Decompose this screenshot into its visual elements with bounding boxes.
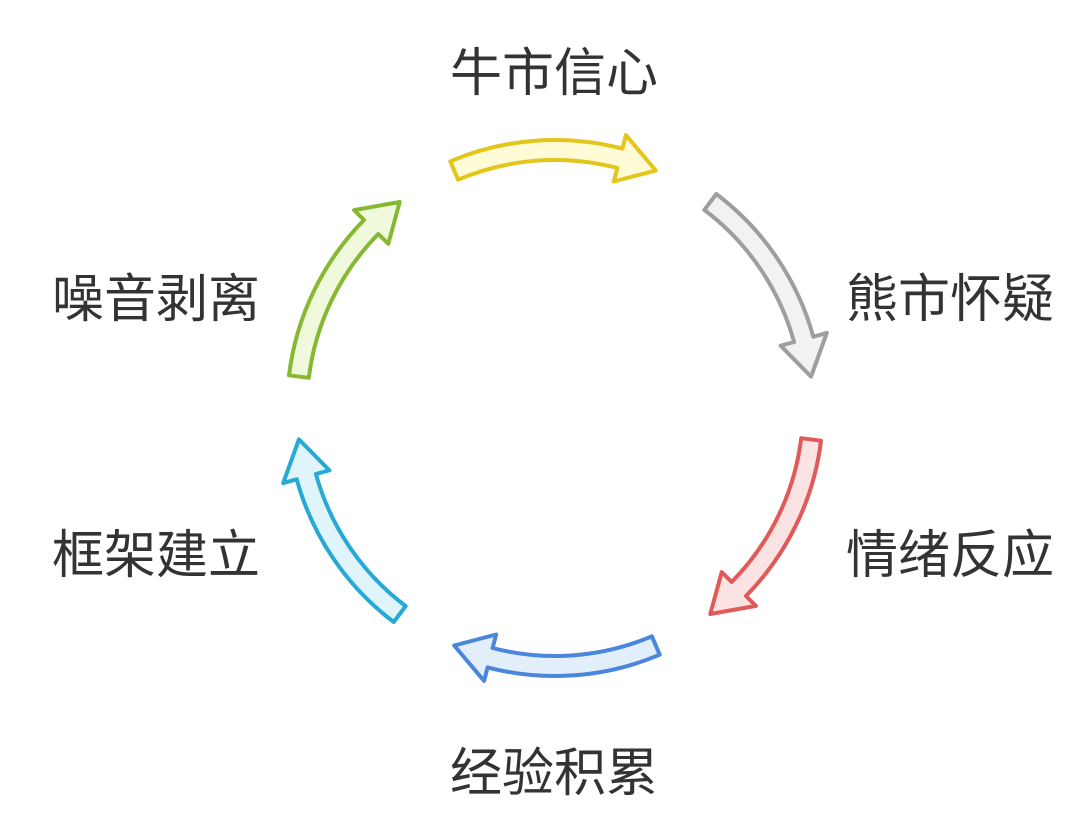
arrow-bull-to-bear <box>448 133 658 184</box>
arrow-bear-to-emotion <box>702 192 829 379</box>
stage-label-framework-building: 框架建立 <box>52 526 261 586</box>
arrow-experience-to-framework <box>452 632 662 683</box>
stage-label-noise-stripping: 噪音剥离 <box>52 270 261 330</box>
arrow-framework-to-noise <box>281 437 408 624</box>
stage-label-emotional-reaction: 情绪反应 <box>846 526 1055 586</box>
stage-label-experience-accumulation: 经验积累 <box>449 744 658 804</box>
stage-label-bull-confidence: 牛市信心 <box>449 44 658 104</box>
stage-label-bear-doubt: 熊市怀疑 <box>846 270 1055 330</box>
arrow-emotion-to-experience <box>708 436 823 616</box>
arrow-noise-to-bull <box>287 200 402 380</box>
